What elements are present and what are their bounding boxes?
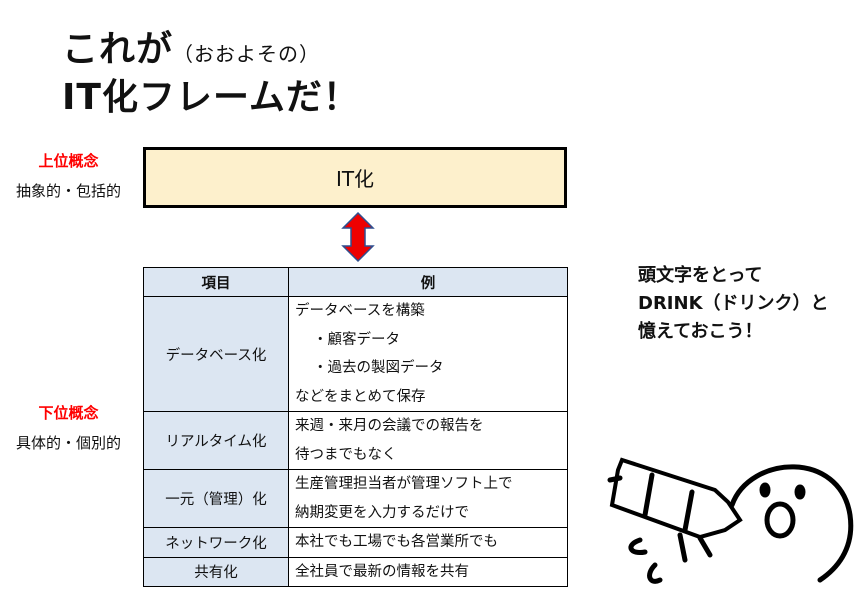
row-line: 生産管理担当者が管理ソフト上で [295,476,513,492]
row-line: などをまとめて保存 [295,388,426,405]
drinking-character-illustration [607,457,854,584]
note-line: 憶えておこう！ [638,321,763,342]
upper-concept-label: 上位概念 [38,152,99,170]
row-line: ・顧客データ [313,331,400,348]
table-row: データベース化データベースを構築・顧客データ・過去の製図データなどをまとめて保存 [143,296,568,412]
lower-concept-desc: 具体的・個別的 [15,434,121,452]
row-line: 来週・来月の会議での報告を [295,418,484,434]
note-line: 頭文字をとって [638,265,763,286]
upper-concept-desc: 抽象的・包括的 [15,182,121,200]
title-line2: IT化フレームだ！ [62,77,360,118]
double-arrow-icon [341,211,375,263]
table-row: リアルタイム化来週・来月の会議での報告を待つまでもなく [143,411,568,470]
table-row: 一元（管理）化生産管理担当者が管理ソフト上で納期変更を入力するだけで [143,469,568,528]
title-line1: これが [62,29,174,70]
slide-title: これが（おおよその） IT化フレームだ！ [62,28,360,120]
top-concept-box: IT化 [143,147,567,208]
header-example: 例 [288,267,568,297]
header-item: 項目 [143,267,289,297]
note-line: DRINK（ドリンク）と [638,293,829,314]
row-line: 本社でも工場でも各営業所でも [295,534,498,550]
row-item: データベース化 [143,296,289,412]
row-item: 一元（管理）化 [143,469,289,528]
row-item: 共有化 [143,556,289,587]
row-line: 全社員で最新の情報を共有 [295,563,469,580]
table-row: ネットワーク化本社でも工場でも各営業所でも [143,527,568,558]
row-line: データベースを構築 [295,303,425,319]
it-frame-table: 項目例 データベース化データベースを構築・顧客データ・過去の製図データなどをまと… [143,267,568,587]
mnemonic-note: 頭文字をとって DRINK（ドリンク）と憶えておこう！ [638,262,829,346]
row-item: ネットワーク化 [143,527,289,558]
row-item: リアルタイム化 [143,411,289,470]
lower-concept-label: 下位概念 [38,404,99,422]
title-paren: （おおよその） [173,42,321,66]
table-row: 共有化全社員で最新の情報を共有 [143,556,568,587]
row-line: 待つまでもなく [295,446,397,463]
row-line: ・過去の製図データ [313,360,444,376]
row-line: 納期変更を入力するだけで [295,504,469,521]
